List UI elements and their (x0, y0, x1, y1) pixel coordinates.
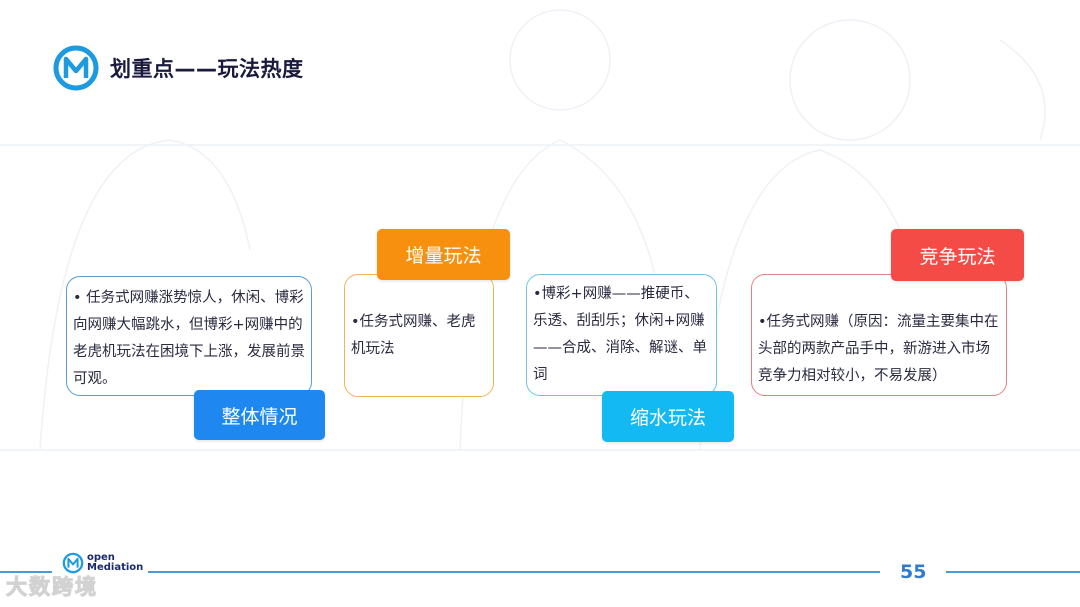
shrink-tag: 缩水玩法 (602, 391, 734, 442)
page-title: 划重点——玩法热度 (110, 57, 304, 81)
footer-brand-line2: Mediation (87, 562, 144, 573)
openmediation-logo-icon (53, 45, 99, 91)
shrink-text: •博彩+网赚——推硬币、乐透、刮刮乐；休闲+网赚——合成、消除、解谜、单词 (533, 286, 707, 383)
footer-brand-logo: open Mediation (62, 552, 143, 574)
footer-line-right (946, 571, 1080, 573)
shrink-card: •博彩+网赚——推硬币、乐透、刮刮乐；休闲+网赚——合成、消除、解谜、单词 (526, 274, 717, 396)
overall-tag: 整体情况 (194, 390, 325, 440)
slide-header: 划重点——玩法热度 (52, 44, 304, 92)
competition-card: •任务式网赚（原因：流量主要集中在头部的两款产品手中，新游进入市场竞争力相对较小… (751, 274, 1007, 396)
increment-tag: 增量玩法 (377, 229, 510, 280)
footer-line-left (0, 571, 52, 573)
page-number: 55 (900, 561, 927, 583)
overall-card: • 任务式网赚涨势惊人，休闲、博彩向网赚大幅跳水，但博彩+网赚中的老虎机玩法在困… (66, 276, 312, 396)
watermark: 大数跨境 (6, 575, 98, 600)
overall-text: • 任务式网赚涨势惊人，休闲、博彩向网赚大幅跳水，但博彩+网赚中的老虎机玩法在困… (73, 290, 305, 387)
increment-card: •任务式网赚、老虎机玩法 (344, 274, 494, 397)
openmediation-small-logo-icon (62, 552, 84, 574)
competition-text: •任务式网赚（原因：流量主要集中在头部的两款产品手中，新游进入市场竞争力相对较小… (758, 314, 999, 384)
footer-line-middle (148, 571, 880, 573)
increment-text: •任务式网赚、老虎机玩法 (351, 314, 476, 357)
footer-brand-line1: open (87, 552, 115, 563)
competition-tag: 竞争玩法 (891, 229, 1024, 281)
